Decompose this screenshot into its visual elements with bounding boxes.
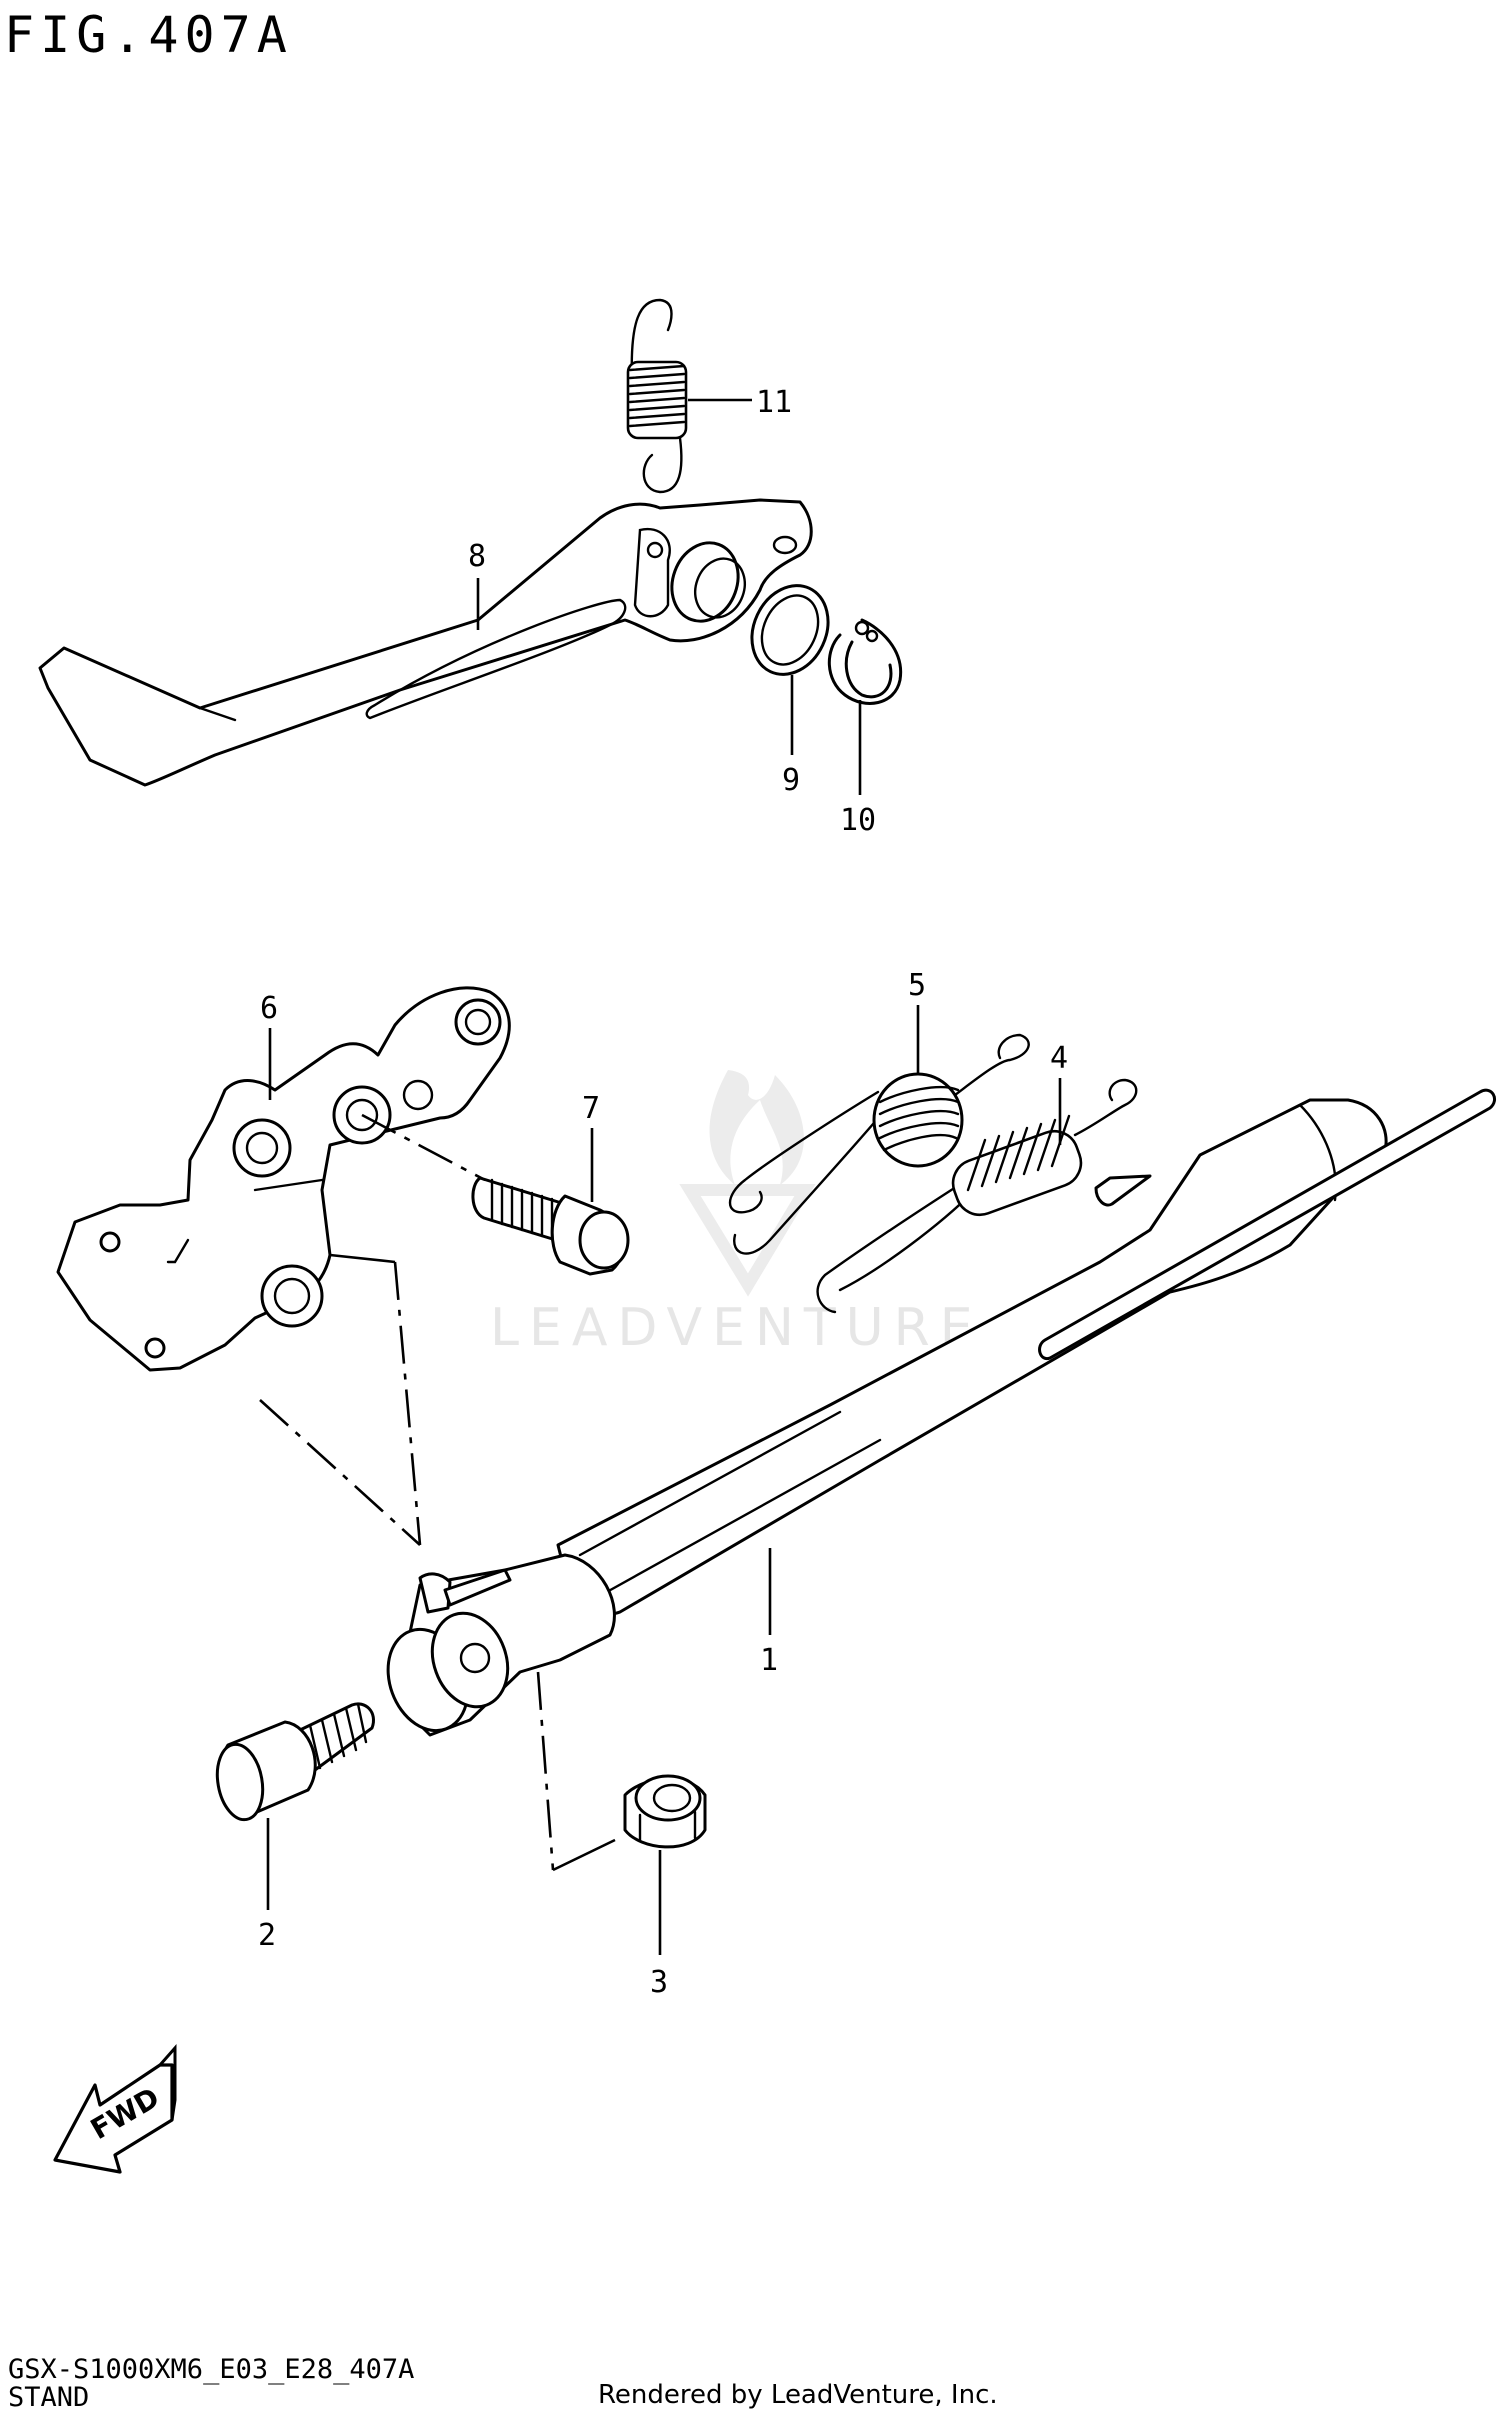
footer-section-name: STAND [8,2382,90,2413]
callout-4[interactable]: 4 [1050,1041,1068,1076]
watermark-flame-icon [709,1070,804,1185]
watermark: LEADVENTURE [490,1070,983,1358]
part-8-stand-arm[interactable] [38,498,813,787]
part-11-spring[interactable] [626,298,688,494]
callout-10[interactable]: 10 [840,803,876,838]
part-9-washer[interactable] [738,573,842,687]
callout-8[interactable]: 8 [468,539,486,574]
callout-11[interactable]: 11 [756,385,792,420]
footer-model-code: GSX-S1000XM6_E03_E28_407A [8,2354,415,2385]
footer-credit: Rendered by LeadVenture, Inc. [598,2380,998,2410]
callout-6[interactable]: 6 [260,991,278,1026]
part-7-bolt[interactable] [471,1176,630,1276]
part-6-bracket[interactable] [56,986,511,1372]
callout-1[interactable]: 1 [760,1643,778,1678]
centerline-bracket-b [393,1261,422,1546]
centerline-nut-link [552,1838,616,1872]
callout-2[interactable]: 2 [258,1918,276,1953]
centerline-bracket-c [329,1253,396,1264]
figure-title: FIG.407A [4,6,293,64]
watermark-v-icon [679,1184,816,1297]
fwd-arrow-icon: FWD [53,2044,177,2174]
part-3-nut[interactable] [623,1774,707,1849]
part-2-pivot-bolt[interactable] [212,1702,375,1823]
centerline-bolt-7 [361,1113,486,1182]
callout-7[interactable]: 7 [582,1091,600,1126]
part-5-spring[interactable] [728,1033,1030,1255]
callout-5[interactable]: 5 [908,968,926,1003]
centerline-bracket-a [259,1399,421,1546]
part-10-circlip[interactable] [827,618,903,705]
part-4-spring[interactable] [816,1078,1138,1314]
callout-3[interactable]: 3 [650,1965,668,2000]
watermark-text: LEADVENTURE [490,1298,983,1358]
callout-9[interactable]: 9 [782,763,800,798]
centerline-stand-nut [536,1671,555,1871]
part-1-side-stand[interactable] [375,1088,1496,1742]
